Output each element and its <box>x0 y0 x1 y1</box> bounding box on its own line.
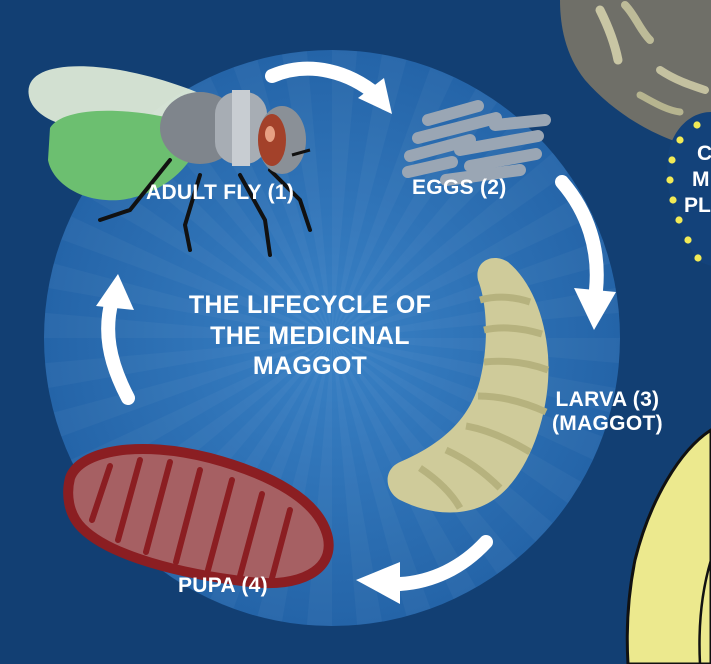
stage-label-adult-fly: ADULT FLY (1) <box>146 181 294 205</box>
stage-label-eggs: EGGS (2) <box>412 176 507 200</box>
title-line-1: THE LIFECYCLE OF <box>160 290 460 321</box>
stage-label-pupa: PUPA (4) <box>178 574 268 598</box>
partial-side-text-2: M <box>692 168 710 192</box>
stage-label-larva-line2: (MAGGOT) <box>552 412 663 436</box>
title-line-3: MAGGOT <box>160 351 460 382</box>
partial-side-text-1: C <box>697 142 711 166</box>
stage-label-larva: LARVA (3) (MAGGOT) <box>552 388 663 436</box>
partial-side-text-3: PL <box>684 194 711 218</box>
diagram-title: THE LIFECYCLE OF THE MEDICINAL MAGGOT <box>160 290 460 382</box>
stage-label-larva-line1: LARVA (3) <box>552 388 663 412</box>
title-line-2: THE MEDICINAL <box>160 321 460 352</box>
